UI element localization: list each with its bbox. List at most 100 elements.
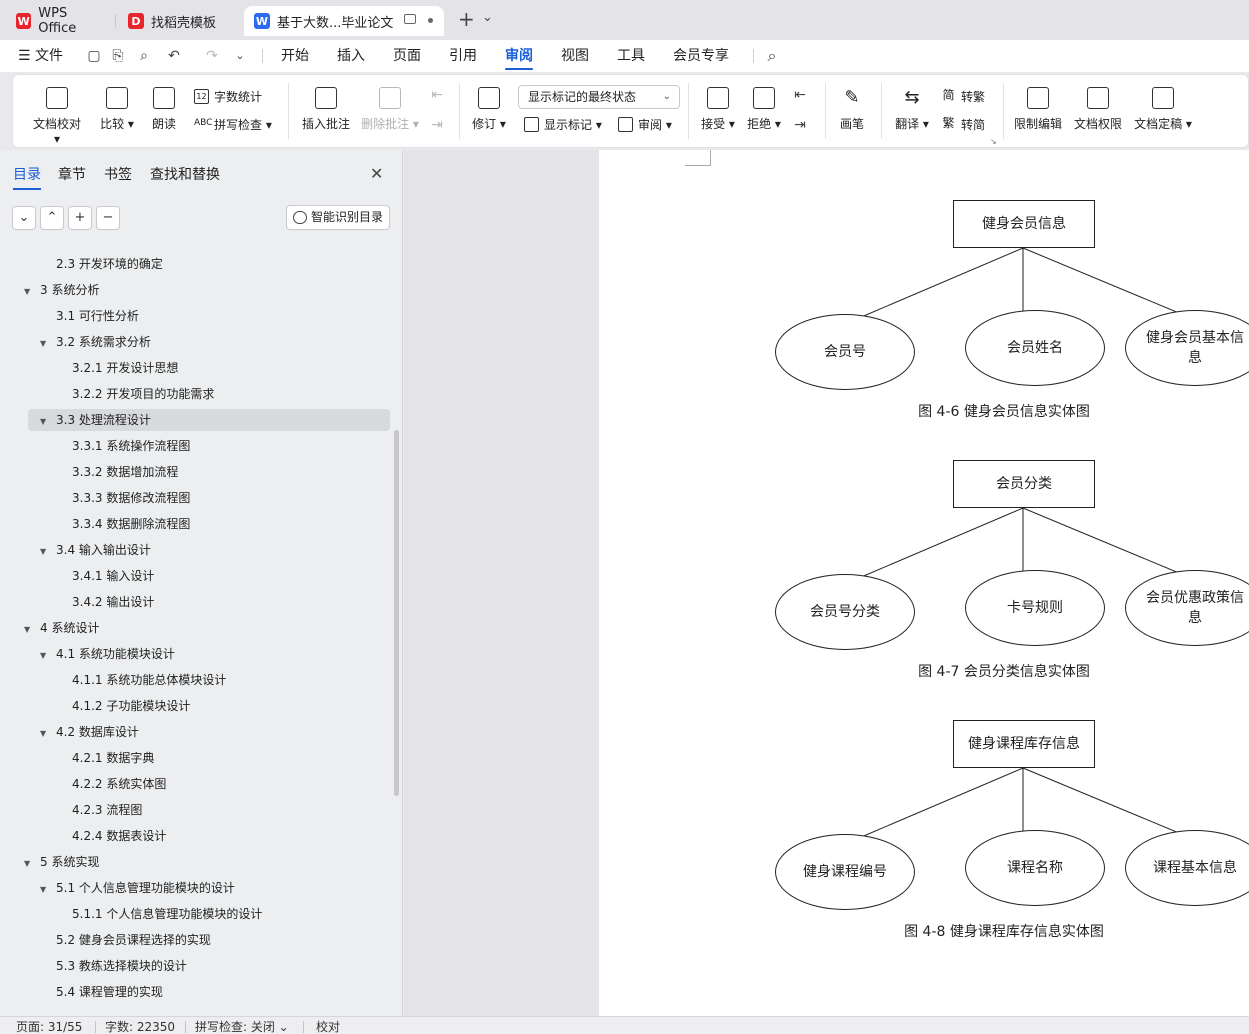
word-count-button[interactable]: 12 字数统计 <box>194 88 262 105</box>
toc-item[interactable]: ▼3.2 系统需求分析 <box>40 331 151 353</box>
toc-item[interactable]: 5.1.1 个人信息管理功能模块的设计 <box>72 903 262 925</box>
toc-item[interactable]: 3.4.1 输入设计 <box>72 565 154 587</box>
spell-check-button[interactable]: ABC 拼写检查 ▾ <box>194 117 272 133</box>
expand-arrow-icon[interactable]: ▼ <box>40 729 47 738</box>
redo-icon[interactable]: ↷ <box>206 48 218 64</box>
doc-check-button[interactable]: 文档校对 ▾ <box>29 87 85 146</box>
toc-item[interactable]: 4.1.2 子功能模块设计 <box>72 695 190 717</box>
menu-member[interactable]: 会员专享 <box>673 48 729 64</box>
tab-find-replace[interactable]: 查找和替换 <box>150 167 220 183</box>
new-tab-icon[interactable]: + <box>458 7 475 31</box>
markup-state-select[interactable]: 显示标记的最终状态 ⌄ <box>518 85 680 109</box>
dialog-launcher-icon[interactable]: ↘ <box>990 137 997 146</box>
smart-toc-button[interactable]: 智能识别目录 <box>286 205 390 230</box>
toc-item[interactable]: 4.1.1 系统功能总体模块设计 <box>72 669 226 691</box>
to-simplified-button[interactable]: 繁 转简 <box>942 116 986 133</box>
tab-sections[interactable]: 章节 <box>58 167 86 183</box>
toc-item[interactable]: 5.2 健身会员课程选择的实现 <box>56 929 211 951</box>
delete-comment-button[interactable]: 删除批注 ▾ <box>361 87 419 132</box>
toc-item[interactable]: 4.2.1 数据字典 <box>72 747 154 769</box>
toc-item[interactable]: ▼4.2 数据库设计 <box>40 721 139 743</box>
toc-item[interactable]: ▼3 系统分析 <box>24 279 99 301</box>
toc-item[interactable]: ▼3.4 输入输出设计 <box>40 539 151 561</box>
to-traditional-button[interactable]: 简 转繁 <box>942 88 986 105</box>
toc-item[interactable]: 3.3.2 数据增加流程 <box>72 461 178 483</box>
expand-arrow-icon[interactable]: ▼ <box>24 625 31 634</box>
undo-icon[interactable]: ↶ <box>168 48 180 64</box>
search-icon[interactable]: ⌕ <box>767 46 777 65</box>
expand-arrow-icon[interactable]: ▼ <box>40 651 47 660</box>
menu-page[interactable]: 页面 <box>393 48 421 64</box>
output-icon[interactable]: ⎘ <box>112 48 124 64</box>
tab-docer-templates[interactable]: D 找稻壳模板 <box>118 6 240 36</box>
revise-button[interactable]: 修订 ▾ <box>471 87 507 132</box>
tab-wps-office[interactable]: W WPS Office <box>6 6 116 36</box>
menu-view[interactable]: 视图 <box>561 48 589 64</box>
next-comment-icon[interactable]: ⇥ <box>431 117 443 133</box>
expand-arrow-icon[interactable]: ▼ <box>24 287 31 296</box>
add-heading-button[interactable]: + <box>68 206 92 230</box>
menu-review[interactable]: 审阅 <box>505 40 533 72</box>
menu-tools[interactable]: 工具 <box>617 48 645 64</box>
toc-item[interactable]: 3.1 可行性分析 <box>56 305 139 327</box>
toc-item[interactable]: 3.4.2 输出设计 <box>72 591 154 613</box>
collapse-all-button[interactable]: ⌃ <box>40 206 64 230</box>
tab-list-chevron-icon[interactable]: ⌄ <box>482 10 493 25</box>
toc-item[interactable]: 3.3.3 数据修改流程图 <box>72 487 190 509</box>
tab-bookmarks[interactable]: 书签 <box>104 167 132 183</box>
toc-item[interactable]: ▼3.3 处理流程设计 <box>40 409 151 431</box>
read-aloud-button[interactable]: 朗读 <box>149 87 179 132</box>
expand-arrow-icon[interactable]: ▼ <box>40 339 47 348</box>
previous-change-icon[interactable]: ⇤ <box>794 87 806 103</box>
expand-all-button[interactable]: ⌄ <box>12 206 36 230</box>
print-preview-icon[interactable]: ⌕ <box>140 48 148 64</box>
show-markup-button[interactable]: 显示标记 ▾ <box>524 116 602 133</box>
toc-item[interactable]: 3.2.2 开发项目的功能需求 <box>72 383 214 405</box>
pen-button[interactable]: ✎ 画笔 <box>839 87 864 131</box>
toc-item[interactable]: 2.3 开发环境的确定 <box>56 253 163 275</box>
expand-arrow-icon[interactable]: ▼ <box>40 417 47 426</box>
review-pane-button[interactable]: 审阅 ▾ <box>618 116 672 133</box>
remove-heading-button[interactable]: − <box>96 206 120 230</box>
toc-item[interactable]: 3.2.1 开发设计思想 <box>72 357 178 379</box>
tab-toc[interactable]: 目录 <box>13 164 41 190</box>
next-change-icon[interactable]: ⇥ <box>794 117 806 133</box>
accept-button[interactable]: 接受 ▾ <box>699 87 737 132</box>
spell-check-indicator[interactable]: 拼写检查: 关闭 ⌄ <box>195 1020 289 1034</box>
menu-insert[interactable]: 插入 <box>337 48 365 64</box>
window-icon[interactable] <box>404 14 416 24</box>
toc-item[interactable]: ▼5 系统实现 <box>24 851 99 873</box>
proofread-indicator[interactable]: 校对 <box>316 1020 341 1034</box>
menu-references[interactable]: 引用 <box>449 48 477 64</box>
toc-item[interactable]: 4.2.4 数据表设计 <box>72 825 166 847</box>
toc-item[interactable]: 5.3 教练选择模块的设计 <box>56 955 187 977</box>
file-menu-button[interactable]: ☰ 文件 <box>18 48 64 64</box>
customize-chevron-icon[interactable]: ⌄ <box>235 49 245 62</box>
word-count-indicator[interactable]: 字数: 22350 <box>105 1020 176 1034</box>
restrict-edit-button[interactable]: 限制编辑 <box>1013 87 1063 132</box>
previous-comment-icon[interactable]: ⇤ <box>431 87 443 103</box>
page-indicator[interactable]: 页面: 31/55 <box>16 1020 83 1034</box>
expand-arrow-icon[interactable]: ▼ <box>40 885 47 894</box>
insert-comment-button[interactable]: 插入批注 <box>301 87 351 132</box>
toc-item[interactable]: 3.3.1 系统操作流程图 <box>72 435 190 457</box>
menu-start[interactable]: 开始 <box>281 48 309 64</box>
toc-item[interactable]: 3.3.4 数据删除流程图 <box>72 513 190 535</box>
expand-arrow-icon[interactable]: ▼ <box>40 547 47 556</box>
expand-arrow-icon[interactable]: ▼ <box>24 859 31 868</box>
toc-item[interactable]: ▼4.1 系统功能模块设计 <box>40 643 175 665</box>
doc-permission-button[interactable]: 文档权限 <box>1073 87 1123 132</box>
translate-button[interactable]: ⇆ 翻译 ▾ <box>895 87 929 131</box>
tab-document[interactable]: W 基于大数...毕业论文 <box>244 6 444 36</box>
toc-item[interactable]: 5.4 课程管理的实现 <box>56 981 163 1003</box>
doc-finalize-button[interactable]: 文档定稿 ▾ <box>1133 87 1193 132</box>
compare-button[interactable]: 比较 ▾ <box>97 87 137 132</box>
scrollbar-thumb[interactable] <box>394 430 399 796</box>
toc-item[interactable]: ▼5.1 个人信息管理功能模块的设计 <box>40 877 235 899</box>
close-icon[interactable]: ✕ <box>370 164 384 183</box>
reject-button[interactable]: 拒绝 ▾ <box>745 87 783 132</box>
toc-item[interactable]: 4.2.2 系统实体图 <box>72 773 166 795</box>
save-icon[interactable]: ▢ <box>87 48 101 64</box>
toc-item[interactable]: ▼4 系统设计 <box>24 617 99 639</box>
toc-item[interactable]: 4.2.3 流程图 <box>72 799 142 821</box>
